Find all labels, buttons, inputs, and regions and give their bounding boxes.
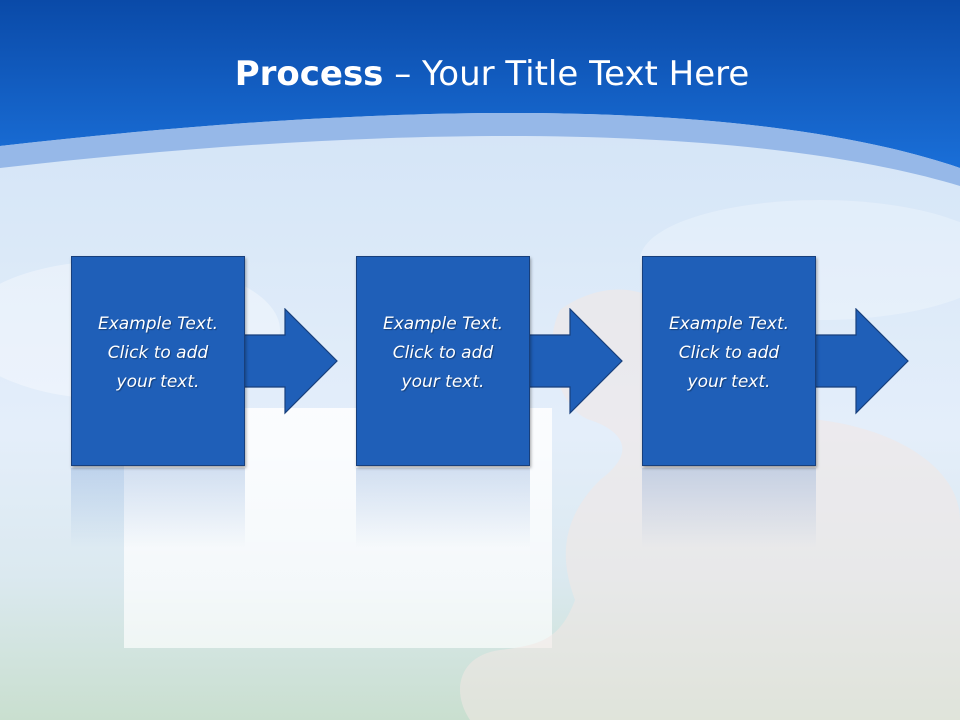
step-text-line: Example Text. bbox=[668, 314, 790, 334]
step-text-line: Click to add bbox=[392, 343, 494, 363]
step-text-line: Click to add bbox=[678, 343, 780, 363]
step-text-line: Click to add bbox=[107, 343, 209, 363]
step-box bbox=[71, 256, 245, 466]
box-reflection bbox=[642, 468, 816, 548]
step-text-line: your text. bbox=[687, 372, 771, 392]
step-text-line: Example Text. bbox=[382, 314, 504, 334]
step-text[interactable]: Example Text. Click to add your text. bbox=[356, 310, 530, 397]
process-step-2[interactable]: Example Text. Click to add your text. bbox=[356, 256, 530, 466]
process-step-1[interactable]: Example Text. Click to add your text. bbox=[71, 256, 245, 466]
title-rest: – Your Title Text Here bbox=[383, 54, 750, 94]
step-text[interactable]: Example Text. Click to add your text. bbox=[71, 310, 245, 397]
header-curve bbox=[0, 113, 960, 186]
step-text[interactable]: Example Text. Click to add your text. bbox=[642, 310, 816, 397]
arrow-right-icon bbox=[528, 308, 623, 415]
slide-title: Process – Your Title Text Here bbox=[0, 52, 960, 96]
box-reflection bbox=[71, 468, 245, 548]
arrow-right-icon bbox=[814, 308, 909, 415]
process-step-3[interactable]: Example Text. Click to add your text. bbox=[642, 256, 816, 466]
step-box bbox=[642, 256, 816, 466]
step-box bbox=[356, 256, 530, 466]
step-text-line: your text. bbox=[401, 372, 485, 392]
box-reflection bbox=[356, 468, 530, 548]
arrow-right-icon bbox=[243, 308, 338, 415]
step-text-line: Example Text. bbox=[97, 314, 219, 334]
step-text-line: your text. bbox=[116, 372, 200, 392]
title-bold: Process bbox=[234, 54, 384, 94]
header-band bbox=[0, 0, 960, 168]
